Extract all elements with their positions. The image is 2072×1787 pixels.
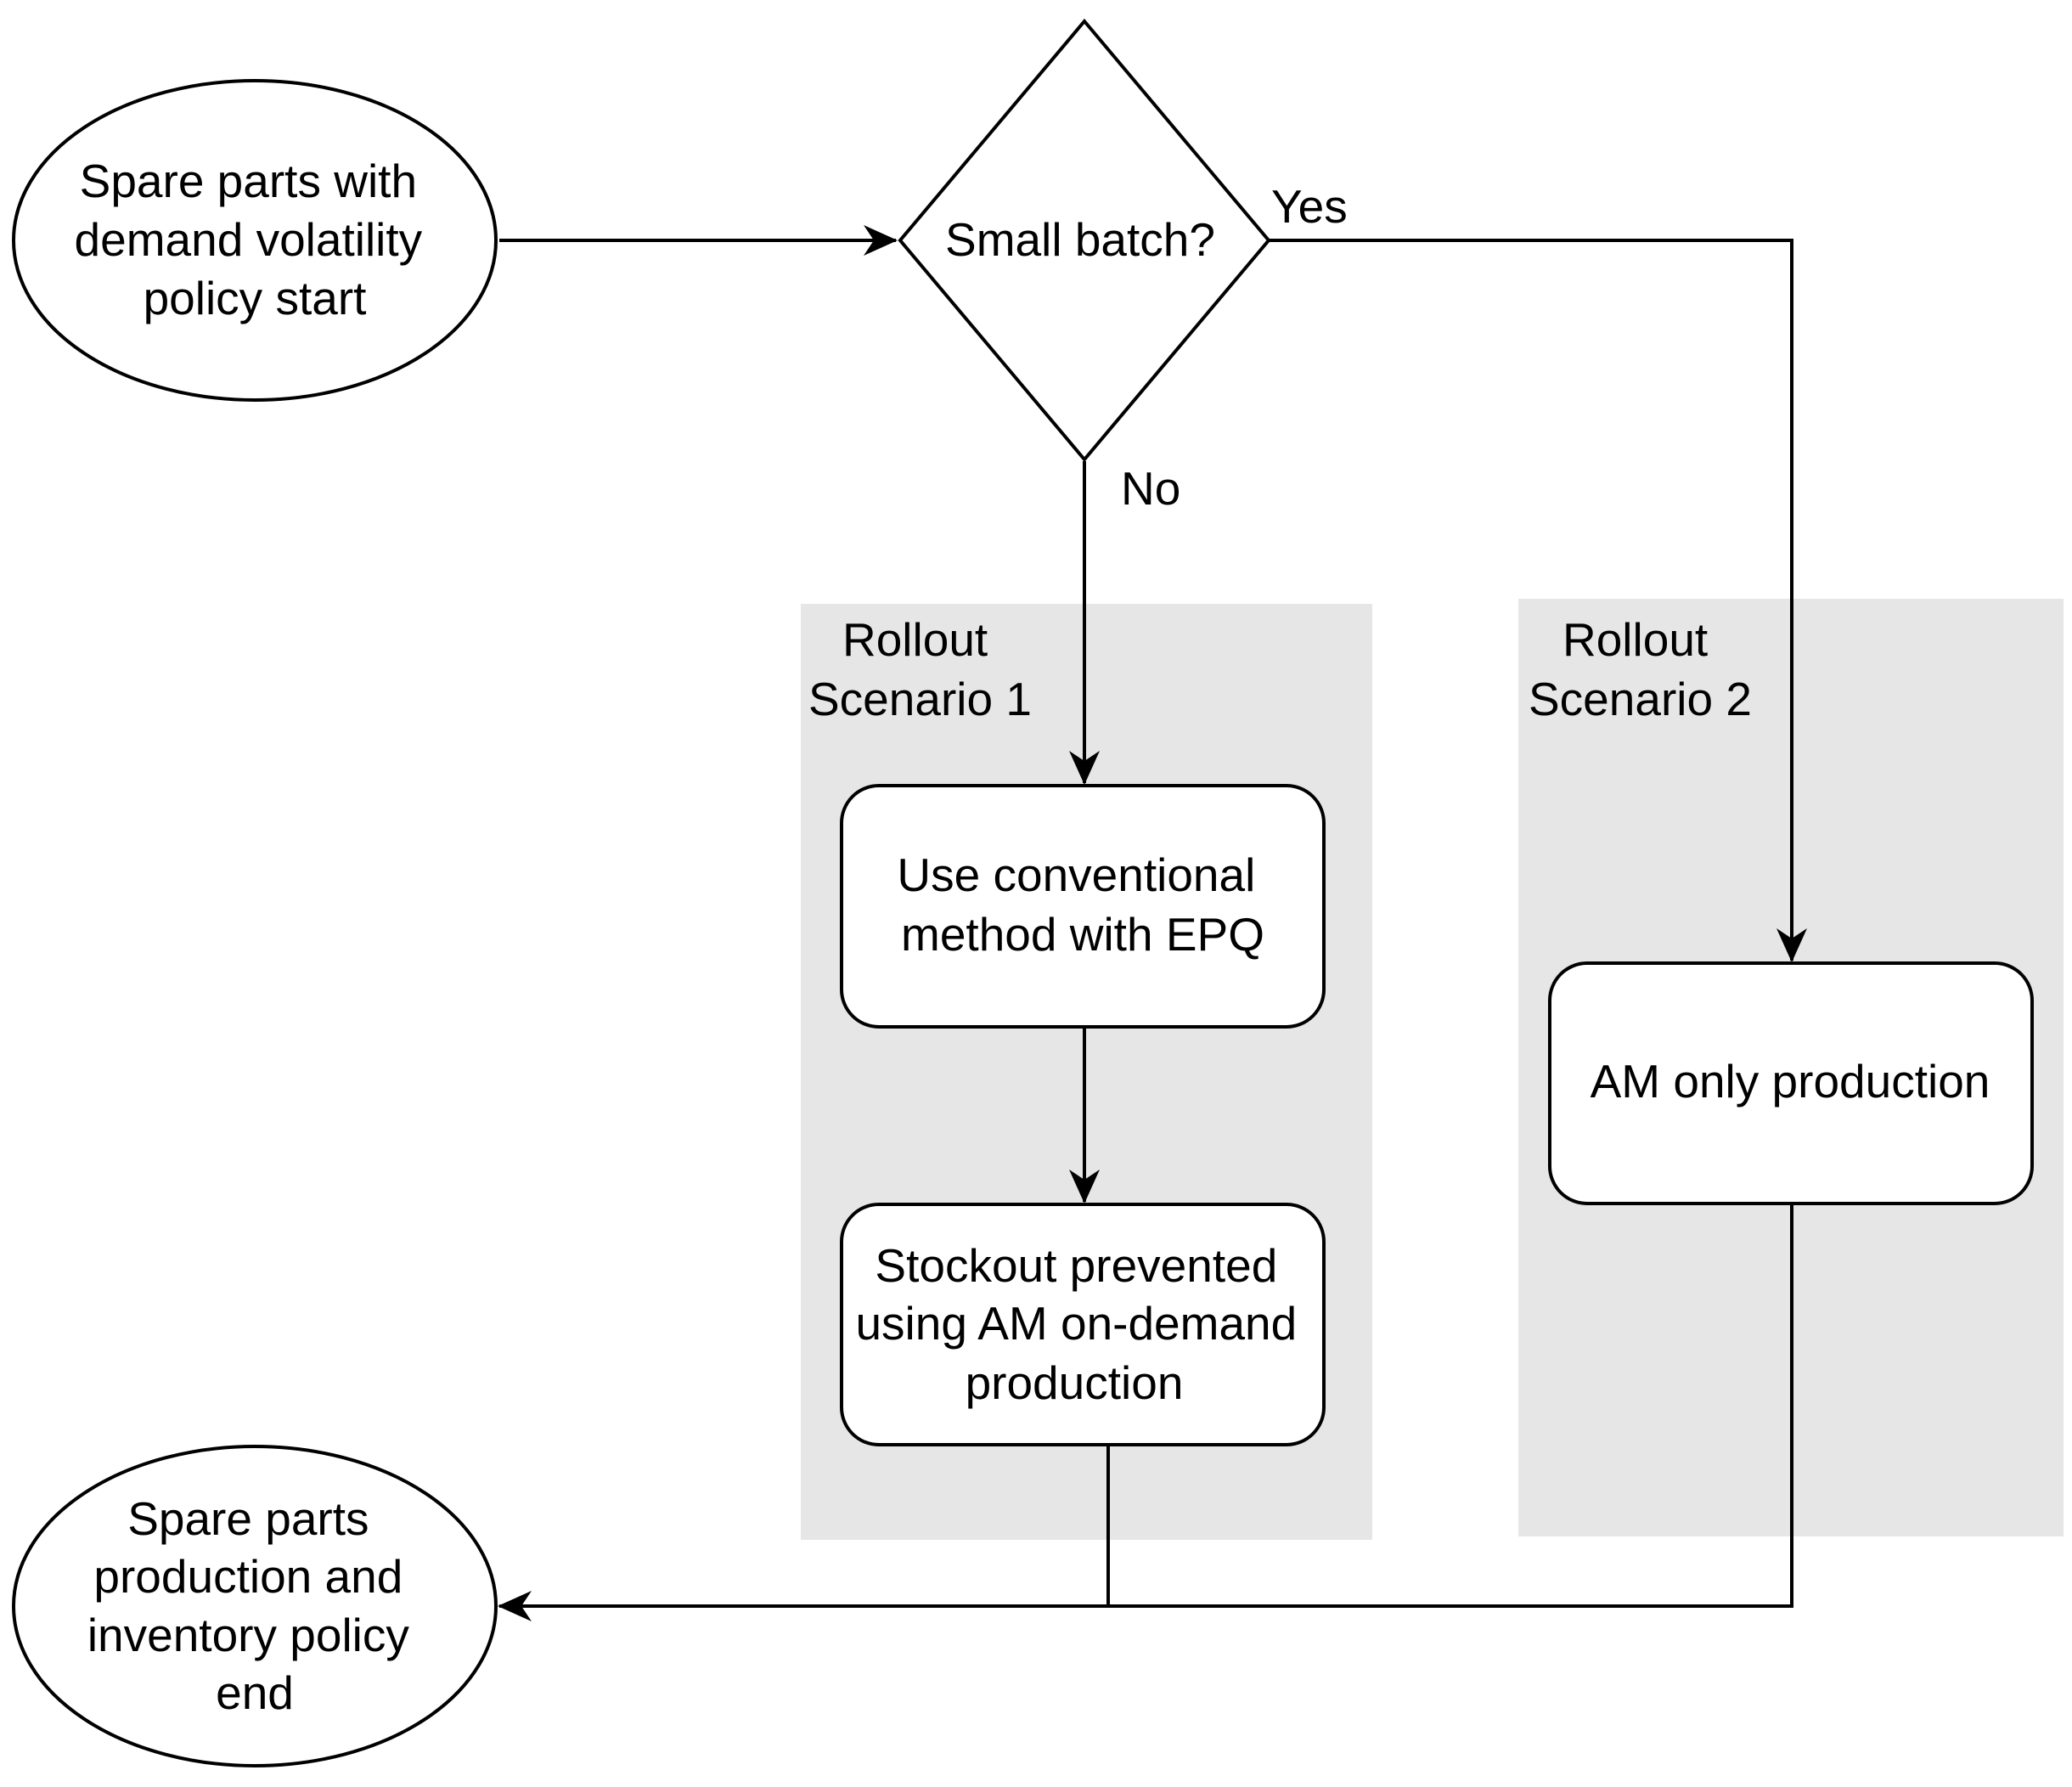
start-node-label: Spare parts with demand volatility polic… — [75, 155, 436, 324]
stockout-prevented-label: Stockout prevented using AM on-demand pr… — [855, 1239, 1309, 1409]
region-scenario-1-label: Rollout Scenario 1 — [808, 613, 1032, 725]
conventional-method-label: Use conventional method with EPQ — [897, 848, 1268, 961]
decision-node-label: Small batch? — [945, 213, 1215, 266]
stockout-prevented-node — [840, 1203, 1326, 1446]
region-scenario-2-label: Rollout Scenario 2 — [1529, 613, 1752, 725]
start-node — [12, 79, 498, 402]
end-node-label: Spare parts production and inventory pol… — [87, 1492, 422, 1719]
decision-node — [898, 18, 1271, 463]
edge-am-only-to-end — [498, 1204, 1793, 1621]
edge-decision-yes-to-am-only — [1269, 239, 1807, 962]
edge-label-no: No — [1121, 462, 1180, 515]
edge-label-yes: Yes — [1271, 180, 1348, 233]
conventional-method-node — [840, 784, 1326, 1029]
am-only-production-label: AM only production — [1591, 1055, 1990, 1108]
am-only-production-node — [1548, 961, 2034, 1205]
end-node — [12, 1445, 498, 1767]
